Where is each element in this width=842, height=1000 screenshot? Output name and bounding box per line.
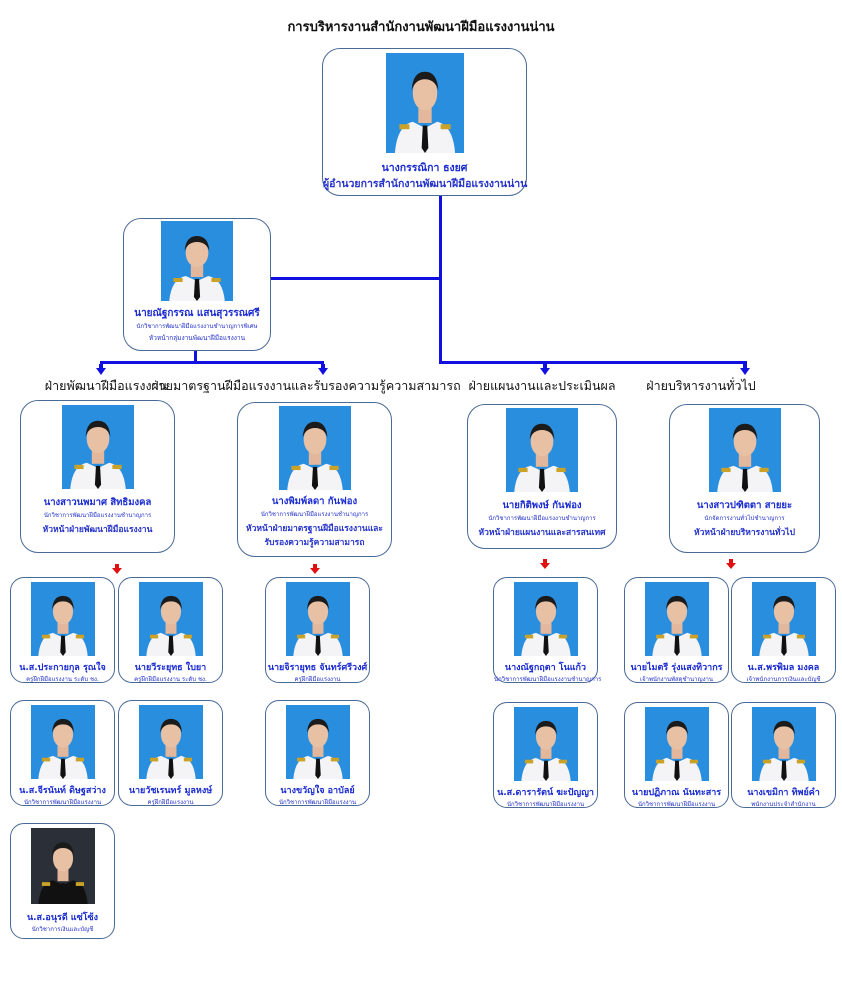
person-photo	[278, 406, 351, 490]
connector	[270, 277, 441, 280]
person-position: หัวหน้าฝ่ายพัฒนาฝีมือแรงงาน	[42, 524, 153, 535]
person-position: หัวหน้าฝ่ายมาตรฐานฝีมือแรงงานและ	[246, 523, 383, 534]
person-position: นักวิชาการพัฒนาฝีมือแรงงาน	[278, 799, 357, 806]
person-photo	[513, 582, 578, 656]
person-position: ครูฝึกฝีมือแรงงาน ระดับ ชง.	[134, 676, 207, 683]
person-position: ครูฝึกฝีมือแรงงาน ระดับ ชง.	[26, 676, 99, 683]
person-photo	[30, 582, 95, 656]
staff-card: นางขวัญใจ อาบัลย์นักวิชาการพัฒนาฝีมือแรง…	[265, 700, 370, 806]
person-position: นักวิชาการพัฒนาฝีมือแรงงาน	[637, 801, 716, 808]
person-name: นางณัฐกฤตา โนแก้ว	[504, 663, 587, 673]
person-position: หัวหน้าฝ่ายบริหารงานทั่วไป	[694, 527, 795, 538]
staff-card: นายจิรายุทธ จันทร์ศรีวงศ์ครูฝึกฝีมือแรงง…	[265, 577, 370, 683]
person-photo	[751, 582, 816, 656]
person-position: นักจัดการงานทั่วไปชำนาญการ	[704, 514, 785, 522]
connector	[100, 361, 324, 364]
person-name: นายปฏิภาณ นันทะสาร	[631, 788, 722, 798]
staff-card: นางณัฐกฤตา โนแก้วนักวิชาการพัฒนาฝีมือแรง…	[493, 577, 602, 683]
staff-card: น.ส.อนุรดี แซ่โซ้งนักวิชาการเงินและบัญชี	[10, 823, 115, 939]
arrow-down-icon	[740, 364, 750, 375]
division-label: ฝ่ายมาตรฐานฝีมือแรงงานและรับรองความรู้คว…	[151, 378, 461, 393]
division-head-card: นายกิติพงษ์ กันฟองนักวิชาการพัฒนาฝีมือแร…	[467, 404, 617, 549]
arrow-down-icon	[96, 364, 106, 375]
person-position: นักวิชาการพัฒนาฝีมือแรงงานชำนาญการ	[43, 511, 152, 519]
person-position: นักวิชาการเงินและบัญชี	[31, 926, 94, 933]
person-name: นายไมตรี รุ่งแสงทิวากร	[630, 663, 723, 673]
arrow-down-icon	[318, 364, 328, 375]
division-head-card: นางสาวนพมาศ สิทธิมงคลนักวิชาการพัฒนาฝีมื…	[20, 400, 175, 553]
person-photo	[506, 408, 578, 492]
person-name: นายจิรายุทธ จันทร์ศรีวงศ์	[267, 663, 368, 673]
person-photo	[385, 53, 464, 153]
person-position: ครูฝึกฝีมือแรงงาน	[294, 676, 341, 683]
red-arrow-down-icon	[540, 559, 550, 569]
person-position: ครูฝึกฝีมือแรงงาน	[147, 799, 194, 806]
person-name: นางขวัญใจ อาบัลย์	[280, 786, 355, 796]
person-photo	[30, 828, 95, 904]
person-photo	[644, 707, 709, 781]
staff-card: นางเขมิกา ทิพย์คำพนักงานประจำสำนักงาน	[731, 702, 836, 808]
person-name: นายณัฐกรรณ แสนสุวรรณศรี	[134, 308, 260, 319]
director-card: นางกรรณิกา ธงยศผู้อำนวยการสำนักงานพัฒนาฝ…	[322, 48, 527, 196]
staff-card: น.ส.ประกายกุล รุณใจครูฝึกฝีมือแรงงาน ระด…	[10, 577, 115, 683]
person-photo	[30, 705, 95, 779]
person-name: น.ส.ประกายกุล รุณใจ	[19, 663, 106, 673]
person-name: นายวีระยุทธ ใบยา	[134, 663, 207, 673]
person-position: นักวิชาการพัฒนาฝีมือแรงงานชำนาญการ	[260, 510, 369, 518]
person-position: นักวิชาการพัฒนาฝีมือแรงงานชำนาญการ	[488, 514, 596, 522]
person-name: นางเขมิกา ทิพย์คำ	[747, 788, 820, 798]
person-photo	[751, 707, 816, 781]
person-position: นักวิชาการพัฒนาฝีมือแรงงาน	[23, 799, 102, 806]
arrow-down-icon	[540, 364, 550, 375]
person-position: พนักงานประจำสำนักงาน	[751, 801, 816, 808]
person-position: นักวิชาการพัฒนาฝีมือแรงงาน	[506, 801, 585, 808]
person-position: ผู้อำนวยการสำนักงานพัฒนาฝีมือแรงงานน่าน	[323, 177, 528, 190]
red-arrow-down-icon	[726, 559, 736, 569]
staff-card: น.ส.จีรนันท์ ดิษฐสว่างนักวิชาการพัฒนาฝีม…	[10, 700, 115, 806]
red-arrow-down-icon	[112, 564, 122, 574]
staff-card: นายปฏิภาณ นันทะสารนักวิชาการพัฒนาฝีมือแร…	[624, 702, 729, 808]
person-name: นายวัชเรนทร์ มูลหงษ์	[128, 786, 213, 796]
person-name: นางกรรณิกา ธงยศ	[381, 162, 468, 174]
division-label: ฝ่ายบริหารงานทั่วไป	[646, 378, 756, 393]
person-name: น.ส.จีรนันท์ ดิษฐสว่าง	[19, 786, 106, 796]
person-photo	[138, 582, 203, 656]
person-position: หัวหน้ากลุ่มงานพัฒนาฝีมือแรงงาน	[148, 334, 246, 342]
red-arrow-down-icon	[310, 564, 320, 574]
person-photo	[644, 582, 709, 656]
staff-card: น.ส.พรพิมล มงคลเจ้าพนักงานการเงินและบัญช…	[731, 577, 836, 683]
person-position: หัวหน้าฝ่ายแผนงานและสารสนเทศ	[478, 527, 606, 538]
person-position: นักวิชาการพัฒนาฝีมือแรงงานชำนาญการพิเศษ	[136, 323, 258, 330]
person-photo	[61, 405, 134, 489]
person-name: น.ส.พรพิมล มงคล	[747, 663, 820, 673]
division-label: ฝ่ายแผนงานและประเมินผล	[468, 378, 616, 393]
person-name: นายกิติพงษ์ กันฟอง	[502, 500, 582, 511]
person-photo	[161, 221, 233, 301]
staff-card: นายวีระยุทธ ใบยาครูฝึกฝีมือแรงงาน ระดับ …	[118, 577, 223, 683]
connector	[194, 350, 197, 362]
division-head-card: นางพิมพ์ลดา กันฟองนักวิชาการพัฒนาฝีมือแร…	[237, 402, 392, 557]
staff-card: นายไมตรี รุ่งแสงทิวากรเจ้าพนักงานพัสดุชำ…	[624, 577, 729, 683]
person-name: น.ส.ดารารัตน์ ฆะปัญญา	[497, 788, 594, 798]
person-position: นักวิชาการพัฒนาฝีมือแรงงานชำนาญการ	[494, 676, 602, 683]
person-name: นางสาวปฑิตตา สายยะ	[696, 500, 793, 511]
deputy-card: นายณัฐกรรณ แสนสุวรรณศรีนักวิชาการพัฒนาฝี…	[123, 218, 271, 351]
person-position: รับรองความรู้ความสามารถ	[264, 538, 365, 548]
person-photo	[708, 408, 781, 492]
person-name: นางพิมพ์ลดา กันฟอง	[271, 496, 358, 507]
person-position: เจ้าพนักงานการเงินและบัญชี	[746, 676, 821, 683]
connector	[439, 361, 747, 364]
page-title: การบริหารงานสำนักงานพัฒนาฝีมือแรงงานน่าน	[287, 20, 555, 35]
division-label: ฝ่ายพัฒนาฝีมือแรงงาน	[44, 378, 168, 393]
person-name: นางสาวนพมาศ สิทธิมงคล	[43, 497, 152, 508]
person-position: เจ้าพนักงานพัสดุชำนาญงาน	[640, 676, 713, 683]
person-photo	[285, 705, 350, 779]
staff-card: นายวัชเรนทร์ มูลหงษ์ครูฝึกฝีมือแรงงาน	[118, 700, 223, 806]
person-photo	[513, 707, 578, 781]
person-photo	[285, 582, 350, 656]
division-head-card: นางสาวปฑิตตา สายยะนักจัดการงานทั่วไปชำนา…	[669, 404, 820, 553]
person-name: น.ส.อนุรดี แซ่โซ้ง	[26, 913, 99, 923]
staff-card: น.ส.ดารารัตน์ ฆะปัญญานักวิชาการพัฒนาฝีมื…	[493, 702, 598, 808]
person-photo	[138, 705, 203, 779]
